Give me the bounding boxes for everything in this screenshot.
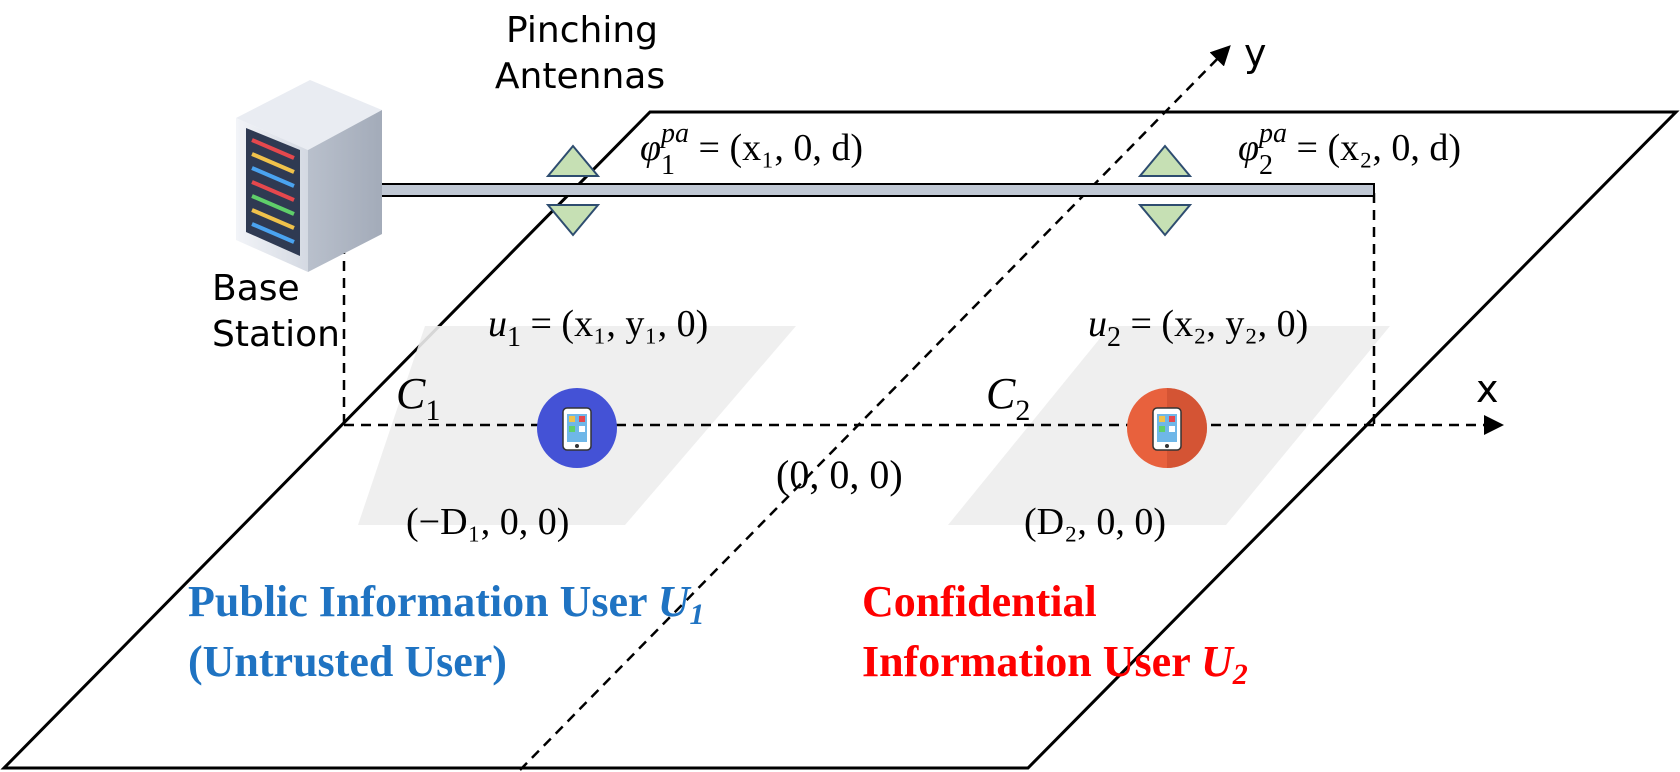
base-station-label-line1: Base (212, 268, 300, 309)
zone-c1-label: C1 (396, 369, 440, 427)
pinching-antenna-1 (545, 144, 601, 237)
pinching-antenna-2 (1137, 144, 1193, 237)
origin-label: (0, 0, 0) (776, 452, 903, 497)
user1-device (537, 388, 617, 468)
antenna-1-upper-triangle (545, 144, 601, 177)
server-side-face (308, 110, 382, 272)
antenna-2-lower-triangle (1137, 204, 1193, 237)
antenna-2-upper-triangle (1137, 144, 1193, 177)
zone-c2-label: C2 (986, 369, 1030, 427)
waveguide (343, 183, 1375, 197)
ground-plane (0, 110, 1680, 770)
y-axis (519, 45, 1231, 771)
user1-position-formula: u1 = (x₁, y₁, 0) (488, 303, 708, 353)
pinching-antennas-label-line2: Antennas (495, 56, 665, 97)
antenna-1-lower-triangle (545, 204, 601, 237)
confidential-user-label-line2: Information User U2 (862, 637, 1248, 691)
confidential-user-label-line1: Confidential (862, 577, 1097, 626)
y-axis-label: y (1244, 31, 1267, 75)
user2-device (1127, 388, 1207, 468)
smartphone-icon (562, 407, 592, 451)
smartphone-icon (1152, 407, 1182, 451)
x-axis-label: x (1476, 367, 1499, 411)
server-rack-icon (236, 80, 382, 272)
public-user-label-line2: (Untrusted User) (188, 637, 507, 686)
base-station-label-line2: Station (212, 314, 340, 355)
public-user-label-line1: Public Information User U1 (188, 577, 705, 631)
pinching-antennas-label-line1: Pinching (506, 10, 658, 51)
user2-zone-center-formula: (D₂, 0, 0) (1024, 501, 1166, 543)
user2-position-formula: u2 = (x₂, y₂, 0) (1088, 303, 1308, 353)
server-top-face (236, 80, 382, 150)
user1-zone-center-formula: (−D₁, 0, 0) (406, 501, 569, 543)
